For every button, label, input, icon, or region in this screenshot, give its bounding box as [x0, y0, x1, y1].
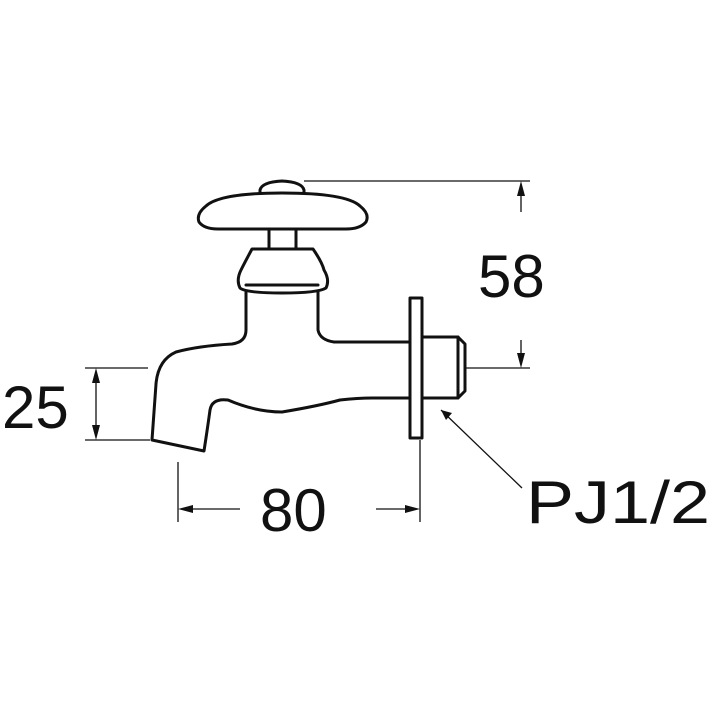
spout-body — [150, 289, 412, 453]
handle-disc — [196, 191, 369, 231]
thread-callout: PJ1/2 — [440, 409, 710, 536]
length-80-label: 80 — [260, 477, 327, 544]
wall-flange — [408, 296, 424, 440]
handle-stem — [267, 227, 298, 251]
height-25-label: 25 — [2, 374, 69, 441]
bonnet-nut — [236, 247, 330, 295]
thread-label: PJ1/2 — [526, 469, 710, 536]
dimension-80: 80 — [177, 440, 421, 544]
height-58-label: 58 — [478, 243, 545, 310]
dimension-25: 25 — [2, 367, 150, 441]
faucet-outline — [150, 179, 467, 453]
dimension-58: 58 — [304, 180, 545, 369]
